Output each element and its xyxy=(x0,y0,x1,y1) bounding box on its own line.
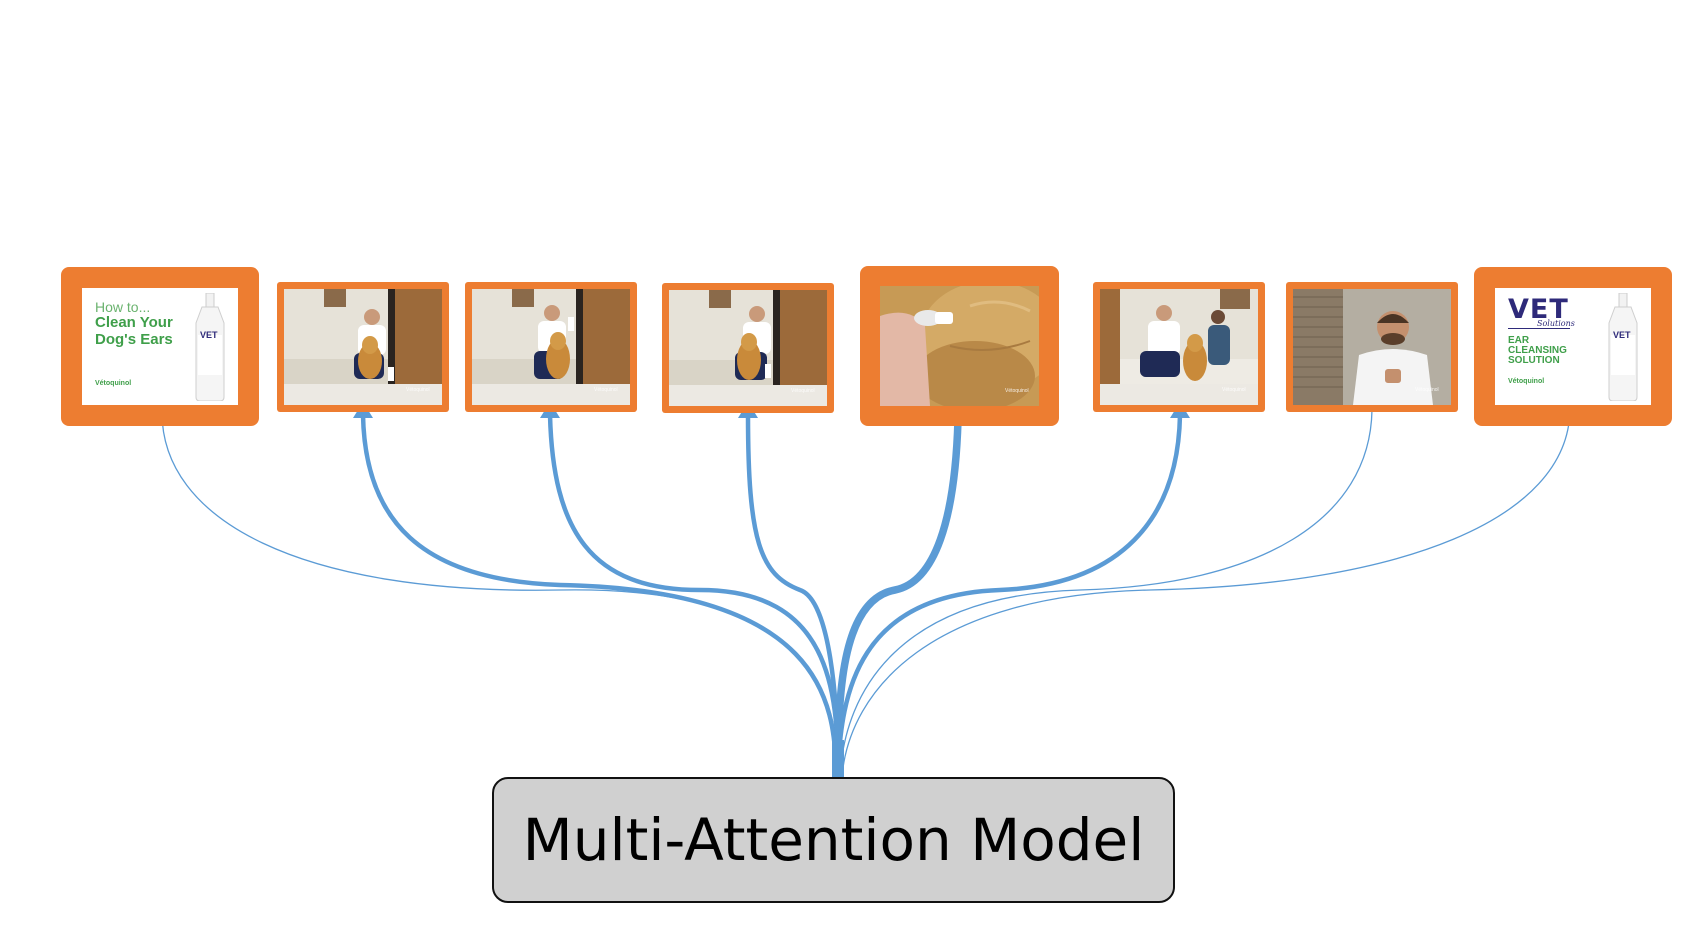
vet-talking-image xyxy=(1293,289,1451,405)
ear-cleanser-bottle-icon xyxy=(1608,293,1638,401)
product-card: VET Solutions EAR CLEANSING SOLUTION Vét… xyxy=(1495,288,1651,405)
vet-with-dog-image xyxy=(284,289,442,405)
product-card-bottle-label: VET xyxy=(1613,330,1631,340)
product-card-frame: VET Solutions EAR CLEANSING SOLUTION Vét… xyxy=(1474,267,1672,426)
vet-kneeling-dog-frame-2: Vétoquinol xyxy=(465,282,637,412)
product-card-line1: EAR xyxy=(1508,335,1530,346)
video-frame-image-2: Vétoquinol xyxy=(472,289,630,405)
vet-kneeling-dog-frame-1: Vétoquinol xyxy=(277,282,449,412)
watermark: Vétoquinol xyxy=(1415,387,1439,393)
ear-cleaning-closeup-frame: Vétoquinol xyxy=(860,266,1059,426)
vet-and-assistant-image xyxy=(1100,289,1258,405)
product-card-line3: SOLUTION xyxy=(1508,355,1560,366)
attention-arrow-2 xyxy=(360,414,839,777)
product-card-brand: Vétoquinol xyxy=(1508,378,1545,385)
video-frame-image-3: Vétoquinol xyxy=(669,290,827,406)
watermark: Vétoquinol xyxy=(1222,387,1246,393)
logo-underline xyxy=(1508,328,1570,329)
attention-arrow-6 xyxy=(835,414,1183,777)
video-frame-image-7: Vétoquinol xyxy=(1293,289,1451,405)
product-card-logo: VET xyxy=(1508,294,1569,325)
arrow-stem xyxy=(832,740,844,778)
attention-arrow-8 xyxy=(841,409,1571,777)
title-card-frame: How to... Clean Your Dog's Ears Vétoquin… xyxy=(61,267,259,426)
attention-arrow-4 xyxy=(745,414,841,777)
watermark: Vétoquinol xyxy=(791,388,815,394)
model-label: Multi-Attention Model xyxy=(522,806,1145,874)
product-card-logo-sub: Solutions xyxy=(1537,319,1575,328)
vet-kneeling-dog-frame-3: Vétoquinol xyxy=(662,283,834,413)
title-card: How to... Clean Your Dog's Ears Vétoquin… xyxy=(82,288,238,405)
watermark: Vétoquinol xyxy=(406,387,430,393)
ear-cleanser-bottle-icon xyxy=(195,293,225,401)
video-frame-image-6: Vétoquinol xyxy=(1100,289,1258,405)
vet-with-dog-image xyxy=(472,289,630,405)
attention-arrow-5 xyxy=(834,419,962,777)
product-card-line2: CLEANSING xyxy=(1508,345,1567,356)
title-card-line1: How to... xyxy=(95,299,151,315)
vet-and-assistant-frame: Vétoquinol xyxy=(1093,282,1265,412)
watermark: Vétoquinol xyxy=(594,387,618,393)
video-frame-image-5: Vétoquinol xyxy=(880,286,1039,406)
attention-arrow-7 xyxy=(839,409,1373,777)
vet-talking-frame: Vétoquinol xyxy=(1286,282,1458,412)
title-card-line2: Clean Your xyxy=(95,314,173,331)
title-card-brand: Vétoquinol xyxy=(95,380,132,387)
title-card-line3: Dog's Ears xyxy=(95,331,173,348)
vet-with-dog-image xyxy=(669,290,827,406)
title-card-bottle-label: VET xyxy=(200,330,218,340)
watermark: Vétoquinol xyxy=(1005,388,1029,394)
attention-arrow-3 xyxy=(547,414,841,777)
video-frame-image-1: Vétoquinol xyxy=(284,289,442,405)
multi-attention-model-box: Multi-Attention Model xyxy=(492,777,1175,903)
ear-closeup-image xyxy=(880,286,1039,406)
